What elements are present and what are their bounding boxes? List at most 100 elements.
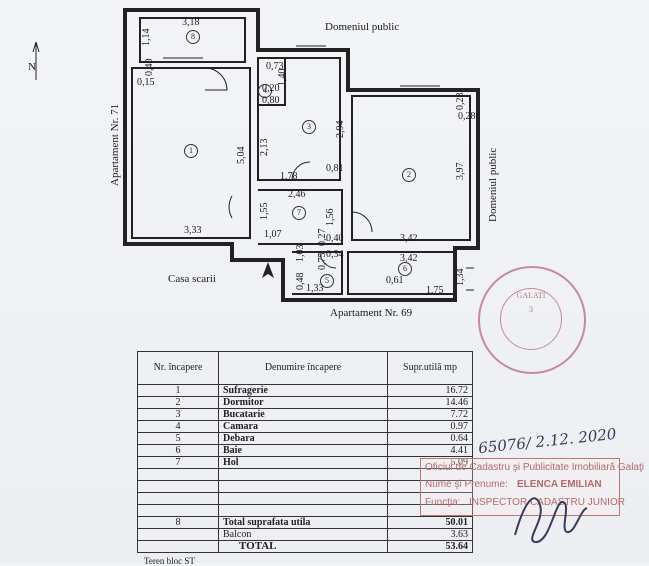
cell-denumire: TOTAL bbox=[218, 540, 388, 553]
window-4 bbox=[466, 267, 474, 291]
official-mark: Oficiul de Cadastru şi Publicitate Imobi… bbox=[420, 458, 644, 516]
mark-name-label: Nume şi Prenume: bbox=[425, 479, 508, 490]
cell-nr: 2 bbox=[137, 396, 219, 409]
official-seal: GALATI 3 bbox=[478, 266, 586, 374]
seal-number: 3 bbox=[529, 305, 533, 314]
wall-balcony bbox=[139, 17, 246, 63]
cell-nr: 5 bbox=[137, 432, 219, 445]
dim: 1,03 bbox=[295, 244, 306, 263]
cell-suprafata: 14.46 bbox=[387, 396, 473, 409]
room-number-8: 8 bbox=[186, 30, 200, 44]
room-number-4: 4 bbox=[258, 84, 272, 98]
cell-denumire: Dormitor bbox=[218, 396, 388, 409]
room-number-6: 6 bbox=[398, 262, 412, 276]
seal-center: GALATI 3 bbox=[500, 288, 562, 350]
entrance-arrow bbox=[262, 262, 274, 278]
door-arc-kitchen bbox=[291, 161, 311, 181]
dim: 0,28 bbox=[458, 111, 476, 122]
cell-suprafata: 3.63 bbox=[387, 528, 473, 541]
dim: 1,07 bbox=[264, 229, 282, 240]
dim: 3,18 bbox=[182, 17, 200, 28]
dim: 0,28 bbox=[455, 92, 466, 111]
room-number-7: 7 bbox=[292, 206, 306, 220]
cell-nr: 7 bbox=[137, 456, 219, 469]
signature bbox=[514, 497, 588, 543]
window-2 bbox=[296, 45, 326, 51]
dim: 1,56 bbox=[325, 208, 336, 227]
dim: 1,75 bbox=[426, 285, 444, 296]
cell-denumire: Bucatarie bbox=[218, 408, 388, 421]
dim: 0,34 bbox=[326, 249, 344, 260]
door-arc-room5 bbox=[319, 251, 337, 269]
mark-name-value: ELENCA EMILIAN bbox=[517, 479, 602, 490]
wall-room-3 bbox=[257, 57, 341, 181]
dim: 0,73 bbox=[266, 61, 284, 72]
table-row-empty bbox=[137, 492, 473, 505]
rooms-table: Nr. încapere Denumire încapere Supr.util… bbox=[137, 351, 473, 553]
dim: 5,04 bbox=[236, 146, 247, 165]
dim: 0,40 bbox=[144, 58, 155, 77]
cell-suprafata: 0.97 bbox=[387, 420, 473, 433]
table-footer-text: Teren bloc ST bbox=[144, 556, 195, 566]
wall-room-4 bbox=[258, 57, 286, 106]
cell-suprafata: 50.01 bbox=[387, 516, 473, 529]
label-ap69: Apartament Nr. 69 bbox=[330, 307, 413, 319]
dim: 1,78 bbox=[280, 171, 298, 182]
room-number-2: 2 bbox=[402, 168, 416, 182]
cell-denumire: Debara bbox=[218, 432, 388, 445]
window-1 bbox=[163, 57, 203, 63]
mark-function-value: INSPECTOR CADASTRU JUNIOR bbox=[469, 497, 625, 508]
cell-suprafata: 0.64 bbox=[387, 432, 473, 445]
handwritten-registration: 65076/ 2.12. 2020 bbox=[477, 424, 618, 458]
cell-suprafata: 53.64 bbox=[387, 540, 473, 553]
label-ap71: Apartament Nr. 71 bbox=[109, 103, 121, 186]
wall-room-6 bbox=[347, 251, 456, 295]
cell-suprafata: 4.41 bbox=[387, 444, 473, 457]
table-row-empty bbox=[137, 504, 473, 517]
dim: 0,48 bbox=[295, 272, 306, 291]
outer-wall bbox=[123, 8, 480, 302]
door-arc-room2 bbox=[351, 211, 373, 233]
cell-suprafata: 7.72 bbox=[387, 408, 473, 421]
dim: 0,75 bbox=[317, 252, 328, 271]
dim: 1,34 bbox=[455, 268, 466, 287]
dim: 3,42 bbox=[400, 233, 418, 244]
floor-plan bbox=[32, 8, 480, 302]
dim: 2,13 bbox=[259, 138, 270, 157]
cell-suprafata: 16.72 bbox=[387, 384, 473, 397]
dim: 0,61 bbox=[386, 275, 404, 286]
mark-function-label: Funcţia: bbox=[425, 497, 461, 508]
wall-hall bbox=[258, 189, 343, 245]
dim: 2,94 bbox=[335, 120, 346, 139]
label-domeniu-public-right: Domeniul public bbox=[487, 147, 499, 222]
cell-denumire: Sufragerie bbox=[218, 384, 388, 397]
cell-nr: 8 bbox=[137, 516, 219, 529]
mark-line-1: Oficiul de Cadastru şi Publicitate Imobi… bbox=[425, 462, 644, 473]
col-header-denumire: Denumire încapere bbox=[218, 351, 388, 385]
wall-room-1 bbox=[131, 67, 251, 239]
col-header-suprafata: Supr.utilă mp bbox=[387, 351, 473, 385]
cell-denumire: Total suprafata utila bbox=[218, 516, 388, 529]
dim: 1,55 bbox=[259, 202, 270, 221]
dim: 2,46 bbox=[288, 189, 306, 200]
room-number-5: 5 bbox=[320, 274, 334, 288]
label-domeniu-public-top: Domeniul public bbox=[325, 21, 400, 33]
cell-nr: 4 bbox=[137, 420, 219, 433]
dim: 0,40 bbox=[326, 233, 344, 244]
dim: 1,33 bbox=[306, 283, 324, 294]
dim: 0,80 bbox=[262, 95, 280, 106]
dim: 0,15 bbox=[137, 77, 155, 88]
cell-denumire: Baie bbox=[218, 444, 388, 457]
door-arc-hall bbox=[228, 195, 233, 219]
window-3 bbox=[400, 85, 440, 91]
dim: 3,42 bbox=[400, 253, 418, 264]
dim: 0,20 bbox=[262, 83, 280, 94]
cell-nr: 3 bbox=[137, 408, 219, 421]
